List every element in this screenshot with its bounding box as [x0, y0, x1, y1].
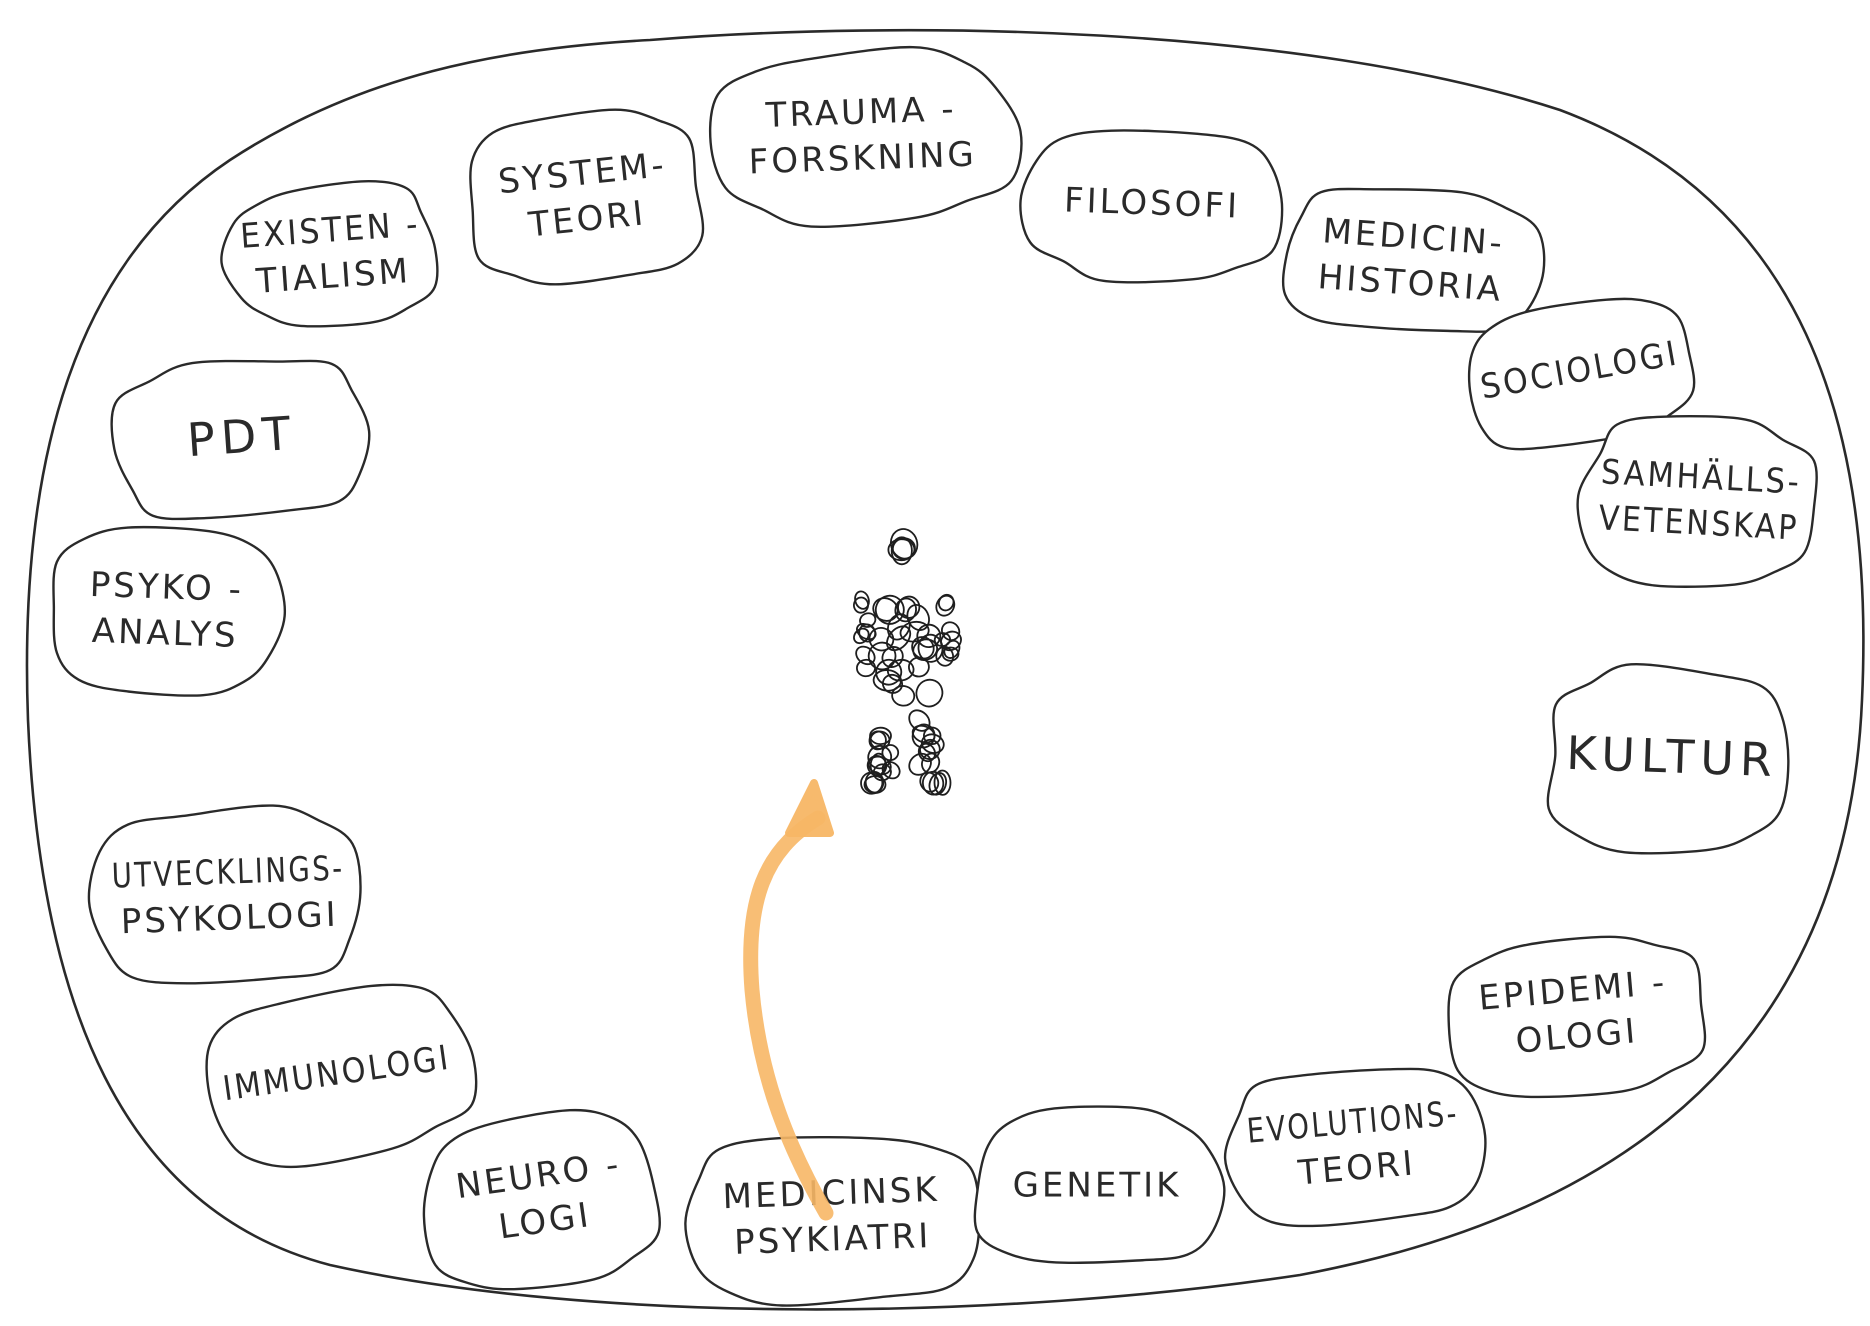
bubble-outline — [205, 983, 478, 1169]
figure-scribble — [852, 596, 870, 614]
bubble-outline — [422, 1108, 661, 1291]
figure-scribble — [886, 613, 911, 641]
bubble-epidemiologi: EPIDEMI -OLOGI — [1447, 935, 1707, 1099]
bubble-label-pdt-0: PDT — [185, 406, 298, 467]
figure-scribble — [911, 636, 935, 660]
figure-scribble — [867, 744, 893, 770]
bubble-evolutionsteori: EVOLUTIONS-TEORI — [1223, 1067, 1487, 1228]
bubble-outline — [1546, 662, 1790, 855]
figure-scribble — [875, 658, 903, 686]
bubble-label-psykoanalys-0: PSYKO - — [89, 565, 244, 610]
bubble-label-medicinsk-psykiatri-1: PSYKIATRI — [734, 1216, 932, 1263]
bubble-outline — [684, 1135, 981, 1307]
figure-scribble — [860, 771, 884, 795]
bubble-existentialism: EXISTEN -TIALISM — [220, 180, 439, 328]
figure-scribble — [890, 536, 913, 566]
figure-scribble — [891, 685, 916, 707]
bubble-label-utvecklingspsykologi-1: PSYKOLOGI — [120, 895, 339, 943]
bubble-psykoanalys: PSYKO -ANALYS — [52, 525, 287, 697]
figure-scribble — [921, 770, 945, 796]
figure-scribble — [933, 632, 951, 648]
bubble-samhallsvetenskap: SAMHÄLLS-VETENSKAP — [1576, 415, 1818, 588]
arrow-shaft — [743, 810, 834, 1221]
bubble-label-kultur-0: KULTUR — [1565, 726, 1778, 787]
bubble-outline — [1576, 415, 1818, 588]
arrow-head-icon — [785, 779, 834, 837]
figure-scribble — [868, 627, 895, 652]
figure-scribble — [911, 723, 936, 749]
bubble-outline — [1019, 129, 1284, 284]
bubble-label-psykoanalys-1: ANALYS — [91, 611, 239, 656]
bubble-label-filosofi-0: FILOSOFI — [1063, 180, 1240, 226]
figure-scribble — [881, 673, 904, 694]
figure-scribble — [915, 678, 944, 708]
figure-scribble — [899, 620, 930, 643]
bubble-systemteori: SYSTEM-TEORI — [469, 108, 705, 286]
figure-scribble — [894, 597, 917, 623]
figure-scribble — [869, 726, 892, 746]
figure-scribble — [863, 775, 887, 794]
bubble-neurologi: NEURO -LOGI — [422, 1108, 661, 1291]
bubble-label-genetik-0: GENETIK — [1013, 1166, 1182, 1206]
bubble-outline — [87, 804, 362, 985]
figure-scribble — [881, 761, 901, 780]
bubble-label-traumaforskning-0: TRAUMA - — [764, 89, 957, 136]
figure-scribble — [908, 709, 931, 732]
person-figure-icon — [852, 528, 962, 796]
bubble-outline — [1447, 935, 1707, 1099]
bubble-outline — [220, 180, 439, 328]
bubble-medicinhistoria: MEDICIN-HISTORIA — [1281, 187, 1546, 333]
figure-scribble — [858, 623, 877, 643]
figure-scribble — [919, 771, 940, 793]
figure-scribble — [854, 590, 870, 610]
figure-scribble — [872, 597, 899, 622]
arrow-to-person — [743, 779, 834, 1221]
bubble-immunologi: IMMUNOLOGI — [205, 983, 478, 1169]
figure-scribble — [868, 730, 887, 751]
figure-scribble — [933, 769, 952, 796]
figure-scribble — [937, 593, 955, 612]
bubble-utvecklingspsykologi: UTVECKLINGS-PSYKOLOGI — [87, 804, 362, 985]
figure-scribble — [856, 622, 877, 641]
bubble-outline — [52, 525, 287, 697]
figure-scribble — [935, 594, 956, 617]
bubble-filosofi: FILOSOFI — [1019, 129, 1284, 284]
bubble-outline — [1223, 1067, 1487, 1228]
bubble-outline — [973, 1105, 1226, 1264]
bubble-outline — [469, 108, 705, 286]
bubble-genetik: GENETIK — [973, 1105, 1226, 1264]
bubble-outline — [110, 359, 371, 521]
bubble-label-traumaforskning-1: FORSKNING — [748, 135, 977, 183]
bubble-kultur: KULTUR — [1546, 662, 1790, 855]
bubble-traumaforskning: TRAUMA -FORSKNING — [708, 45, 1023, 228]
bubble-label-utvecklingspsykologi-0: UTVECKLINGS- — [111, 848, 345, 896]
figure-scribble — [856, 658, 876, 678]
bubble-outline — [708, 45, 1023, 228]
figure-scribble — [887, 538, 916, 562]
bubble-pdt: PDT — [110, 359, 371, 521]
outer-ring — [25, 28, 1865, 1311]
bubble-outline — [1281, 187, 1546, 333]
